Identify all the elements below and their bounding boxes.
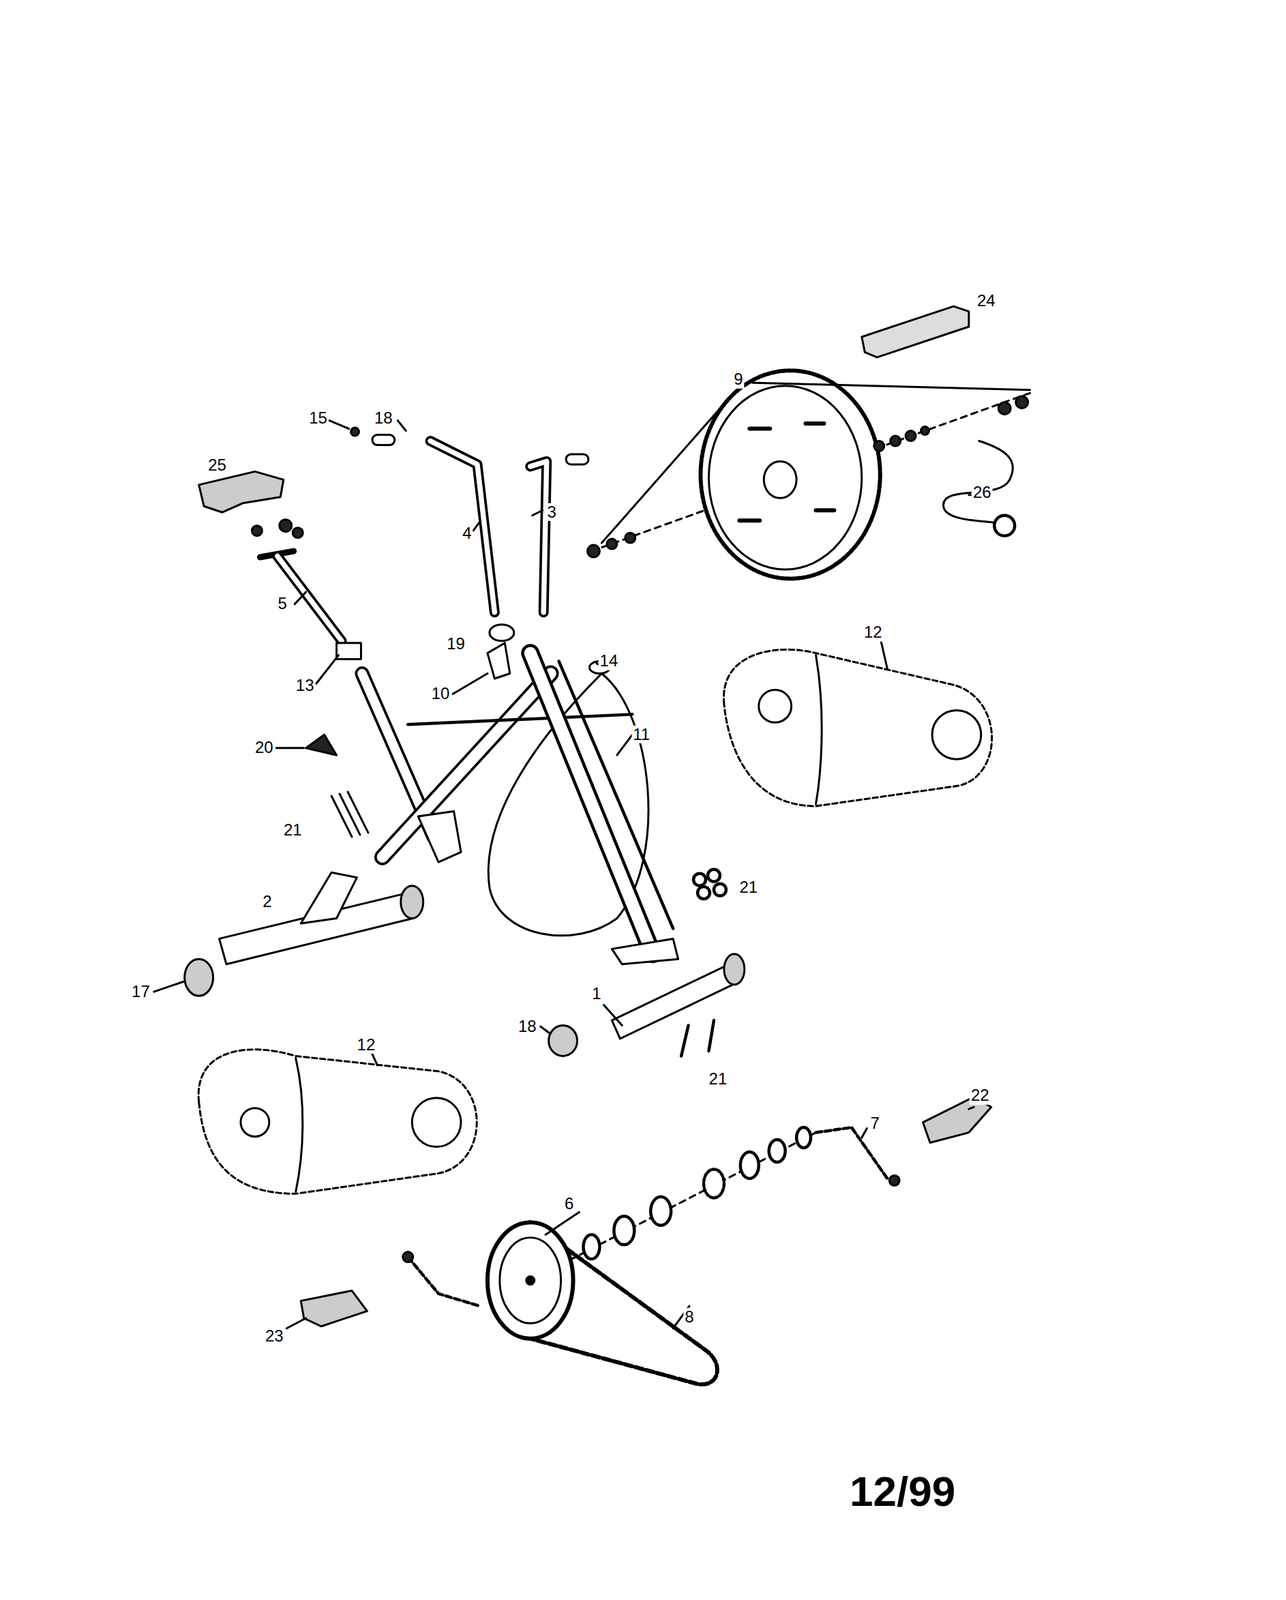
callout-number: 26 bbox=[971, 483, 993, 502]
callout-number: 22 bbox=[969, 1086, 991, 1104]
guard-hole bbox=[932, 709, 982, 759]
callout-number: 19 bbox=[445, 634, 467, 653]
bolts bbox=[331, 791, 369, 837]
handlebar-inner bbox=[430, 441, 495, 613]
adjust-knob bbox=[306, 734, 337, 755]
bushing bbox=[489, 624, 515, 641]
pin bbox=[565, 454, 589, 465]
chain-guard bbox=[723, 649, 992, 806]
callout-number: 20 bbox=[253, 738, 275, 757]
nut bbox=[402, 1251, 414, 1263]
callout-number: 12 bbox=[862, 623, 884, 641]
chain-guard bbox=[198, 1049, 477, 1194]
callout-number: 8 bbox=[683, 1307, 695, 1326]
callout-number: 6 bbox=[563, 1194, 575, 1213]
callout-number: 17 bbox=[130, 982, 152, 1001]
callout-number: 18 bbox=[516, 1016, 538, 1035]
pedal bbox=[300, 1290, 367, 1326]
sprocket-inner bbox=[499, 1237, 562, 1324]
main-tube bbox=[530, 653, 653, 954]
end-cap bbox=[724, 953, 745, 985]
guard-seam bbox=[816, 655, 823, 804]
callout-number: 18 bbox=[372, 409, 395, 427]
leader-lines bbox=[154, 420, 974, 1329]
bearings bbox=[583, 1127, 812, 1259]
guard-seam bbox=[295, 1057, 303, 1192]
flywheel-marks bbox=[739, 423, 834, 521]
console bbox=[861, 306, 969, 358]
seat-washers bbox=[251, 519, 303, 538]
crank-arm bbox=[407, 1256, 480, 1306]
callout-number: 21 bbox=[707, 1069, 729, 1088]
callout-number: 5 bbox=[276, 594, 289, 613]
callout-number: 10 bbox=[430, 684, 452, 703]
pin bbox=[372, 435, 395, 446]
end-cap bbox=[400, 885, 424, 919]
guard-hole bbox=[411, 1097, 461, 1147]
main-tube-edge bbox=[559, 661, 674, 929]
callout-number: 14 bbox=[598, 651, 620, 670]
mount-clip bbox=[487, 643, 511, 679]
flywheel bbox=[708, 385, 862, 570]
nut bbox=[889, 1174, 900, 1186]
callout-number: 7 bbox=[869, 1113, 881, 1132]
guard-hole bbox=[758, 689, 792, 723]
handlebar bbox=[430, 441, 495, 613]
callout-number: 24 bbox=[975, 291, 997, 310]
tension-cable bbox=[943, 441, 1013, 523]
guard-hole bbox=[240, 1108, 270, 1137]
washer bbox=[350, 427, 359, 436]
callout-number: 2 bbox=[261, 892, 273, 911]
handlebar bbox=[530, 460, 547, 612]
seat-clamp bbox=[336, 643, 362, 660]
crank-arm bbox=[816, 1127, 888, 1179]
end-cap bbox=[548, 1025, 578, 1057]
main-tube-inner bbox=[530, 653, 653, 954]
callout-number: 25 bbox=[206, 456, 228, 474]
leader-line bbox=[601, 390, 736, 543]
callout-number: 15 bbox=[307, 409, 329, 427]
date-code: 12/99 bbox=[849, 1468, 956, 1515]
callout-number: 4 bbox=[460, 524, 473, 543]
bolts bbox=[681, 1020, 714, 1056]
callout-number: 21 bbox=[282, 820, 304, 839]
crank-axle-line bbox=[530, 1132, 817, 1281]
flywheel-hub bbox=[763, 460, 797, 498]
callout-number: 11 bbox=[631, 725, 652, 744]
cross-bar bbox=[407, 713, 633, 725]
seat-bracket bbox=[417, 810, 461, 862]
callout-number: 3 bbox=[545, 503, 558, 521]
front-base bbox=[611, 964, 740, 1039]
front-bracket bbox=[611, 938, 678, 964]
seat bbox=[199, 471, 284, 513]
end-cap bbox=[184, 958, 214, 996]
callout-number: 9 bbox=[732, 370, 744, 388]
callout-number: 21 bbox=[737, 878, 759, 896]
washers bbox=[693, 869, 727, 899]
sprocket-hub bbox=[526, 1275, 535, 1284]
leader-line bbox=[752, 382, 1031, 390]
sprocket bbox=[487, 1221, 574, 1339]
handlebar-inner bbox=[530, 460, 547, 612]
callout-number: 13 bbox=[294, 676, 316, 695]
nuts bbox=[587, 396, 1028, 558]
callout-number: 12 bbox=[355, 1035, 378, 1053]
callout-number: 23 bbox=[263, 1326, 286, 1345]
base-bracket bbox=[300, 872, 357, 924]
tension-knob bbox=[994, 515, 1015, 536]
flywheel-rim bbox=[700, 370, 881, 579]
callout-number: 1 bbox=[590, 984, 603, 1003]
